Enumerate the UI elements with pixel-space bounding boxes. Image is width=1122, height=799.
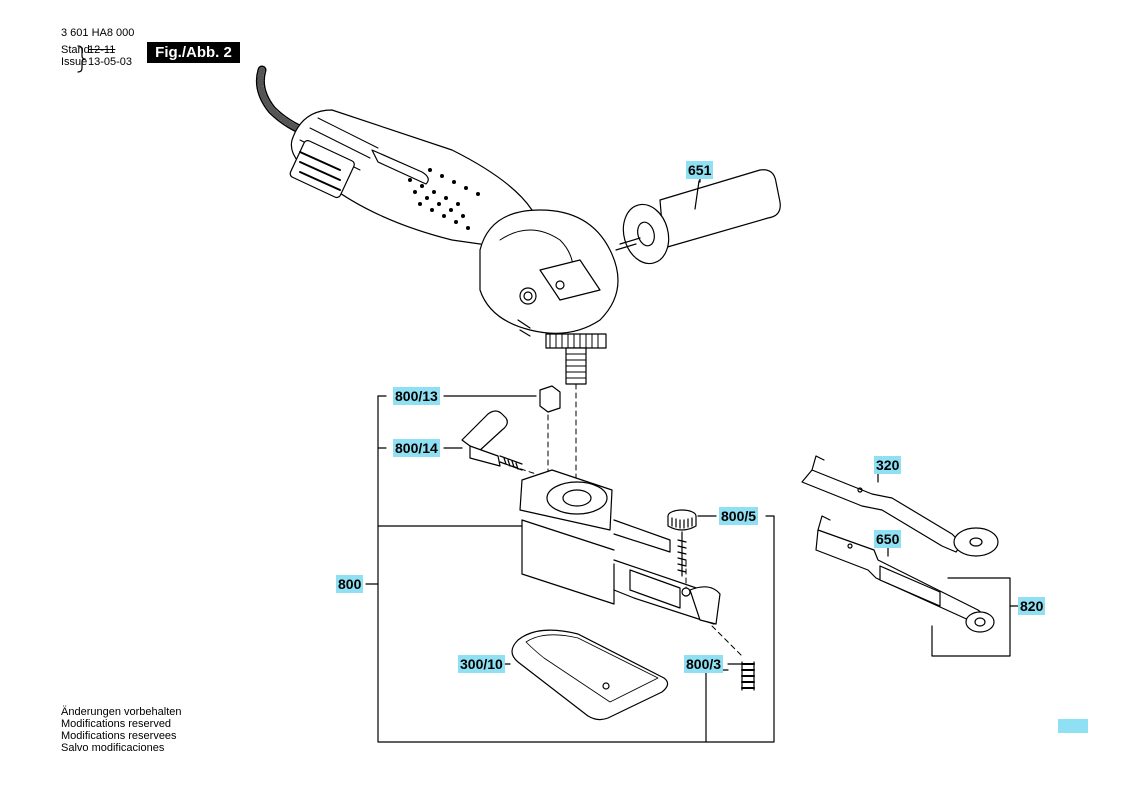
note-es: Salvo modificaciones xyxy=(61,742,165,754)
extension-guard xyxy=(519,469,721,625)
spring xyxy=(741,661,755,691)
bracket-800-3 xyxy=(705,669,729,743)
callout-800-3: 800/3 xyxy=(684,655,724,673)
color-swatch xyxy=(1058,719,1088,733)
bracket-800-ticks xyxy=(377,395,387,449)
callout-820: 820 xyxy=(1018,597,1046,615)
side-handle xyxy=(615,169,781,265)
wedge-block xyxy=(539,385,561,413)
callout-800-14: 800/14 xyxy=(393,439,440,457)
locking-knob xyxy=(667,509,697,577)
belt-arm-320 xyxy=(801,455,999,557)
callout-300-10: 300/10 xyxy=(458,655,505,673)
note-fr: Modifications reservees xyxy=(61,730,177,742)
angle-grinder xyxy=(289,109,619,385)
bracket-800-outer xyxy=(377,395,775,743)
power-cable xyxy=(255,65,311,137)
leader-651-tip xyxy=(694,180,700,210)
callout-800-13: 800/13 xyxy=(393,387,440,405)
bracket-820 xyxy=(931,577,1011,657)
note-de: Änderungen vorbehalten xyxy=(61,706,182,718)
date-new: 13-05-03 xyxy=(88,56,133,68)
doc-number: 3 601 HA8 000 xyxy=(61,27,135,39)
base-plate xyxy=(511,629,669,721)
callout-800-5: 800/5 xyxy=(719,507,759,525)
modification-notes: Änderungen vorbehalten Modifications res… xyxy=(61,706,181,754)
issue-label: Issue xyxy=(61,56,88,68)
callout-320: 320 xyxy=(874,456,902,474)
clamp-lever xyxy=(461,410,523,471)
figure-badge: Fig./Abb. 2 xyxy=(147,42,240,63)
callout-800: 800 xyxy=(336,575,364,593)
callout-650: 650 xyxy=(874,530,902,548)
callout-651: 651 xyxy=(686,161,714,179)
header-brace xyxy=(77,45,86,73)
note-en: Modifications reserved xyxy=(61,718,172,730)
belt-arm-650 xyxy=(815,515,995,633)
date-old: 12-11 xyxy=(88,44,116,56)
